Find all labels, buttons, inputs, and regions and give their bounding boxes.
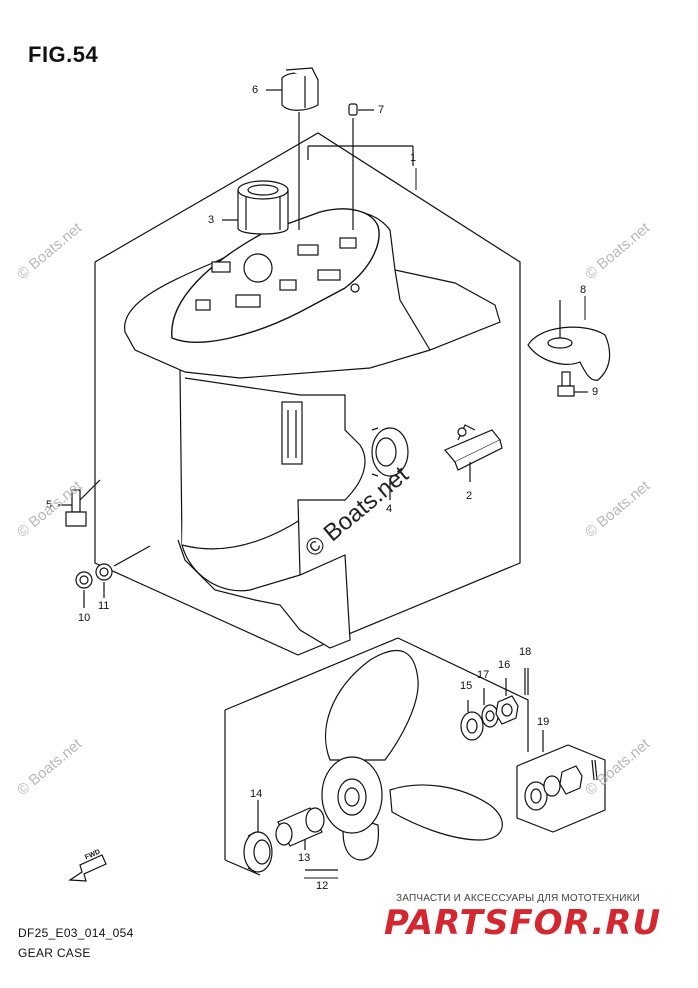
part-number-18[interactable]: 18 bbox=[519, 646, 532, 658]
part-number-2[interactable]: 2 bbox=[466, 490, 473, 502]
propeller-bush bbox=[275, 807, 325, 847]
part-number-9[interactable]: 9 bbox=[592, 386, 599, 398]
nut-set bbox=[524, 759, 598, 811]
fwd-arrow-icon bbox=[68, 854, 107, 882]
gear-case-body bbox=[124, 208, 501, 649]
plug-gasket bbox=[95, 563, 113, 581]
part-number-6[interactable]: 6 bbox=[252, 84, 259, 96]
cap bbox=[281, 67, 319, 111]
part-number-8[interactable]: 8 bbox=[580, 284, 587, 296]
figure-title: FIG.54 bbox=[28, 42, 99, 67]
propeller bbox=[321, 650, 503, 861]
thrust-washer bbox=[243, 831, 273, 873]
part-number-11[interactable]: 11 bbox=[98, 600, 110, 612]
part-number-7[interactable]: 7 bbox=[378, 104, 385, 116]
propeller-frame bbox=[224, 637, 529, 876]
part-number-4[interactable]: 4 bbox=[386, 503, 393, 515]
part-number-15[interactable]: 15 bbox=[460, 680, 473, 692]
shop-tagline: ЗАПЧАСТИ И АКСЕССУАРЫ ДЛЯ МОТОТЕХНИКИ bbox=[396, 893, 641, 904]
drain-plug bbox=[75, 571, 93, 589]
part-number-1[interactable]: 1 bbox=[410, 152, 417, 164]
part-number-16[interactable]: 16 bbox=[498, 659, 511, 671]
oil-seal bbox=[371, 427, 409, 477]
part-number-12[interactable]: 12 bbox=[316, 880, 329, 892]
part-number-13[interactable]: 13 bbox=[298, 852, 311, 864]
part-number-5[interactable]: 5 bbox=[46, 499, 53, 511]
anode-plate bbox=[527, 300, 611, 381]
part-number-14[interactable]: 14 bbox=[250, 788, 263, 800]
figure-code: DF25_E03_014_054 bbox=[18, 926, 134, 940]
cotter-pin bbox=[524, 668, 529, 695]
prop-nut bbox=[495, 695, 519, 725]
dowel-pin bbox=[348, 103, 358, 116]
gear-case-frame bbox=[94, 132, 521, 656]
shop-logo[interactable]: PARTSFOR.RU bbox=[384, 903, 662, 943]
prop-washer bbox=[460, 711, 484, 741]
part-number-10[interactable]: 10 bbox=[78, 612, 91, 624]
anode-bolt bbox=[557, 371, 575, 397]
case-bolt bbox=[65, 489, 87, 527]
nut-set-frame bbox=[516, 744, 606, 833]
part-number-17[interactable]: 17 bbox=[477, 669, 490, 681]
part-number-19[interactable]: 19 bbox=[537, 716, 550, 728]
trim-clip bbox=[444, 424, 503, 471]
bearing-sleeve bbox=[237, 180, 289, 235]
figure-caption: GEAR CASE bbox=[18, 946, 91, 960]
prop-spacer bbox=[481, 704, 499, 728]
part-number-3[interactable]: 3 bbox=[208, 214, 215, 226]
